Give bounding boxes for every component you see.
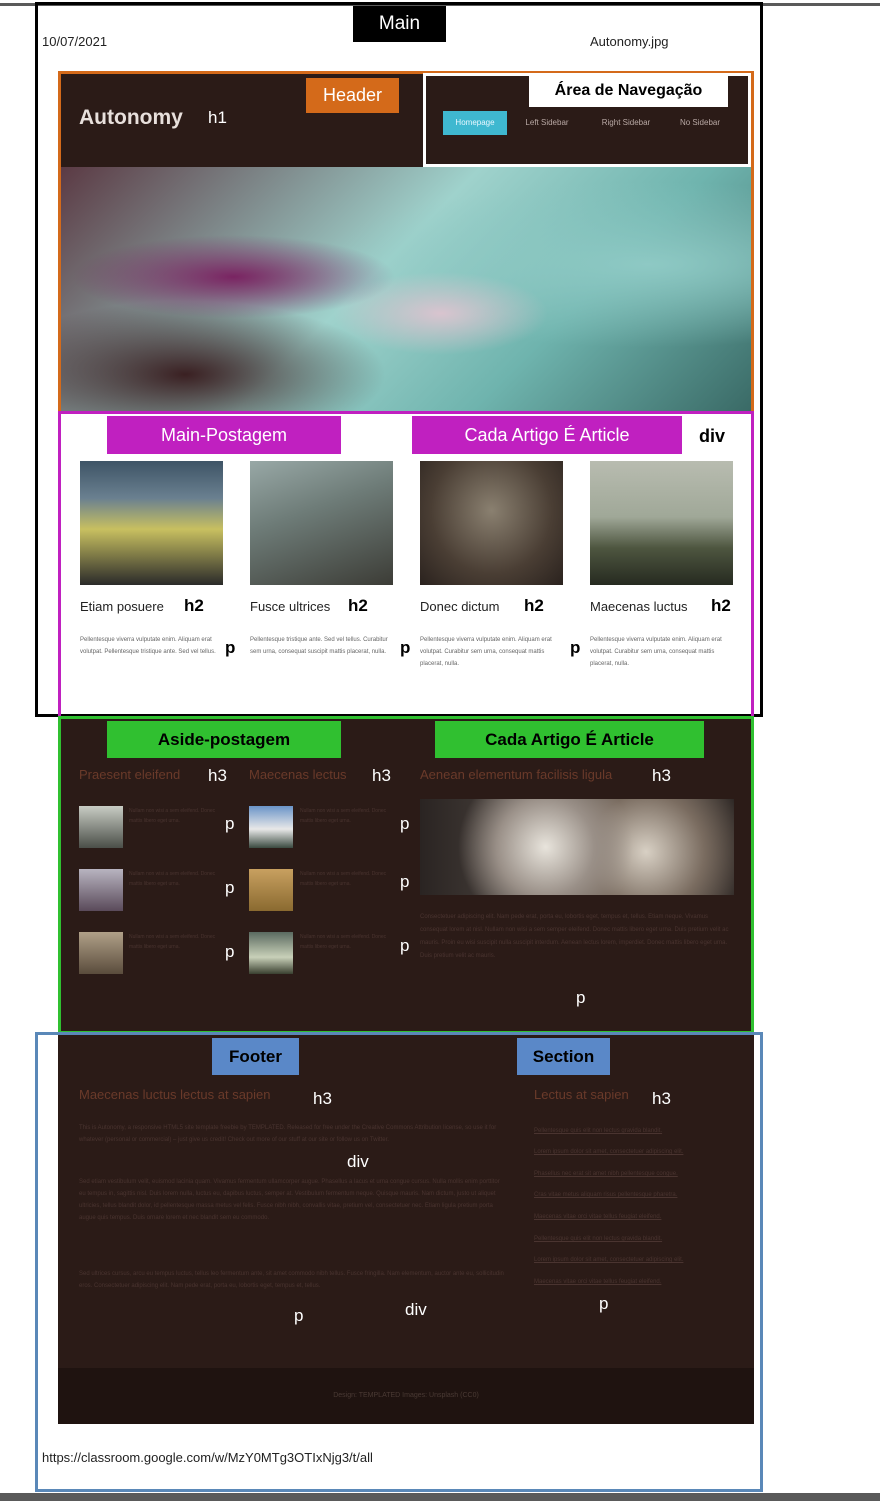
post-title-3[interactable]: Donec dictum <box>420 599 500 614</box>
footer-credit-bar <box>58 1368 754 1424</box>
post-image-4[interactable] <box>590 461 733 585</box>
tag-h3-aside-1: h3 <box>208 766 227 785</box>
nav-homepage[interactable]: Homepage <box>443 111 507 135</box>
aside-thumb-1[interactable] <box>79 806 123 848</box>
tag-h2-1: h2 <box>184 596 204 615</box>
aside-thumb-3[interactable] <box>79 932 123 974</box>
label-main-postagem: Main-Postagem <box>107 416 341 454</box>
aside-thumb-5[interactable] <box>249 869 293 911</box>
aside-thumb-6[interactable] <box>249 932 293 974</box>
aside-text-5: Nullam non wisi a sem eleifend. Donec ma… <box>300 871 387 887</box>
post-title-1[interactable]: Etiam posuere <box>80 599 164 614</box>
tag-h3-footer-1: h3 <box>313 1089 332 1108</box>
aside-feature-image[interactable] <box>420 799 734 895</box>
site-logo[interactable]: Autonomy <box>79 106 183 129</box>
footer-link-8[interactable]: Maecenas vitae orci vitae tellus feugiat… <box>534 1279 662 1285</box>
tag-div-footer-1: div <box>347 1152 369 1171</box>
footer-left-intro: This is Autonomy, a responsive HTML5 sit… <box>79 1125 497 1143</box>
tag-h3-footer-2: h3 <box>652 1089 671 1108</box>
footer-outline <box>35 1032 763 1492</box>
nav-right-sidebar[interactable]: Right Sidebar <box>601 118 651 127</box>
post-text-1: Pellentesque viverra vulputate enim. Ali… <box>80 637 216 655</box>
footer-left-paragraph-2: Sed etiam vestibulum velit, euismod laci… <box>79 1179 500 1221</box>
post-image-3[interactable] <box>420 461 563 585</box>
label-header: Header <box>306 78 399 113</box>
post-text-4: Pellentesque viverra vulputate enim. Ali… <box>590 637 722 667</box>
tag-p-3: p <box>570 638 581 657</box>
aside-title-1: Praesent eleifend <box>79 767 181 782</box>
tag-p-aside-3: p <box>225 942 235 961</box>
nav-no-sidebar[interactable]: No Sidebar <box>679 118 721 127</box>
aside-text-1: Nullam non wisi a sem eleifend. Donec ma… <box>129 808 216 824</box>
hero-image <box>61 167 751 411</box>
label-aside-postagem: Aside-postagem <box>107 721 341 758</box>
footer-left-paragraph-3: Sed ultrices cursus, arcu eu tempus luct… <box>79 1271 504 1289</box>
tag-p-2: p <box>400 638 411 657</box>
post-image-1[interactable] <box>80 461 223 585</box>
tag-p-1: p <box>225 638 236 657</box>
tag-h2-2: h2 <box>348 596 368 615</box>
aside-text-3: Nullam non wisi a sem eleifend. Donec ma… <box>129 934 216 950</box>
footer-credit: Design: TEMPLATED Images: Unsplash (CC0) <box>333 1392 479 1399</box>
footer-right-title: Lectus at sapien <box>534 1087 629 1102</box>
print-url: https://classroom.google.com/w/MzY0MTg3O… <box>42 1450 373 1465</box>
tag-h3-aside-3: h3 <box>652 766 671 785</box>
footer-area <box>58 1035 754 1368</box>
print-filename: Autonomy.jpg <box>590 34 669 49</box>
bottom-border-bar <box>0 1493 880 1501</box>
aside-text-6: Nullam non wisi a sem eleifend. Donec ma… <box>300 934 387 950</box>
footer-left-title: Maecenas luctus lectus at sapien <box>79 1087 271 1102</box>
label-main: Main <box>353 6 446 42</box>
label-section: Section <box>517 1038 610 1075</box>
aside-text-2: Nullam non wisi a sem eleifend. Donec ma… <box>129 871 216 887</box>
footer-link-4[interactable]: Cras vitae metus aliquam risus pellentes… <box>534 1192 678 1198</box>
tag-p-aside-4: p <box>400 814 410 833</box>
tag-h2-4: h2 <box>711 596 731 615</box>
post-title-4[interactable]: Maecenas luctus <box>590 599 688 614</box>
tag-p-aside-6: p <box>400 936 410 955</box>
aside-title-2: Maecenas lectus <box>249 767 347 782</box>
post-image-2[interactable] <box>250 461 393 585</box>
tag-h2-3: h2 <box>524 596 544 615</box>
footer-link-3[interactable]: Phasellus nec erat sit amet nibh pellent… <box>534 1171 678 1177</box>
post-text-3: Pellentesque viverra vulputate enim. Ali… <box>420 637 552 667</box>
tag-div-footer-2: div <box>405 1300 427 1319</box>
footer-link-2[interactable]: Lorem ipsum dolor sit amet, consectetuer… <box>534 1149 684 1155</box>
aside-text-4: Nullam non wisi a sem eleifend. Donec ma… <box>300 808 387 824</box>
footer-link-6[interactable]: Pellentesque quis elit non lectus gravid… <box>534 1236 663 1242</box>
tag-p-aside-5: p <box>400 872 410 891</box>
main-outline <box>35 2 763 717</box>
tag-p-aside-7: p <box>576 988 586 1007</box>
footer-link-7[interactable]: Lorem ipsum dolor sit amet, consectetuer… <box>534 1257 684 1263</box>
nav-outline <box>423 73 751 167</box>
post-title-2[interactable]: Fusce ultrices <box>250 599 331 614</box>
aside-thumb-2[interactable] <box>79 869 123 911</box>
print-date: 10/07/2021 <box>42 34 108 49</box>
tag-p-aside-2: p <box>225 878 235 897</box>
post-text-2: Pellentesque tristique ante. Sed vel tel… <box>250 637 388 655</box>
tag-p-footer-2: p <box>599 1294 609 1313</box>
tag-p-footer-1: p <box>294 1306 304 1325</box>
label-nav: Área de Navegação <box>529 75 728 107</box>
label-article-aside: Cada Artigo É Article <box>435 721 704 758</box>
tag-h1: h1 <box>208 108 227 127</box>
tag-p-aside-1: p <box>225 814 235 833</box>
main-postagem-outline <box>58 411 754 719</box>
tag-h3-aside-2: h3 <box>372 766 391 785</box>
label-footer: Footer <box>212 1038 299 1075</box>
footer-link-5[interactable]: Maecenas vitae orci vitae tellus feugiat… <box>534 1214 662 1220</box>
label-div: div <box>690 421 734 451</box>
aside-feature-text: Consectetuer adipiscing elit. Nam pede e… <box>420 914 729 959</box>
aside-thumb-4[interactable] <box>249 806 293 848</box>
label-article-main: Cada Artigo É Article <box>412 416 682 454</box>
footer-link-1[interactable]: Pellentesque quis elit non lectus gravid… <box>534 1128 663 1134</box>
aside-title-3: Aenean elementum facilisis ligula <box>420 767 613 782</box>
nav-left-sidebar[interactable]: Left Sidebar <box>525 118 569 127</box>
